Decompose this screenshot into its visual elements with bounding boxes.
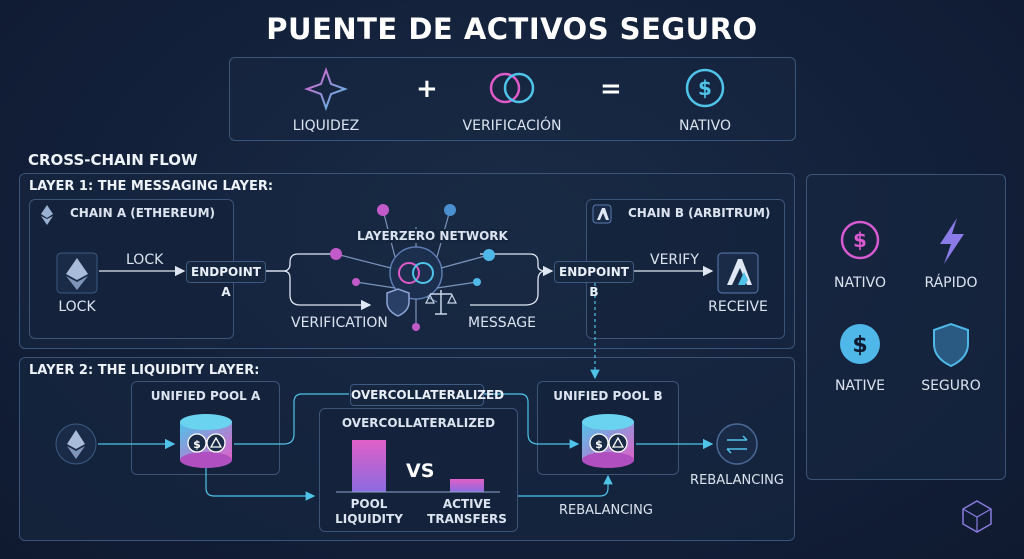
feature-native-dollar-icon: $ [840,324,880,364]
endpoint-b: ENDPOINT B [554,261,634,299]
verify-label: VERIFY [650,252,699,268]
feature-native-label: NATIVE [834,378,886,394]
feature-nativo-dollar-icon: $ [840,220,880,260]
svg-text:$: $ [595,438,603,451]
vs-label: VS [406,460,435,482]
layer2-title: LAYER 2: THE LIQUIDITY LAYER: [29,363,260,378]
arbitrum-receive-icon [717,252,759,294]
pool-a-title: UNIFIED POOL A [150,389,261,403]
rebalancing-mid-label: REBALANCING [559,503,653,518]
ethereum-pool-icon [55,423,97,465]
equation-equals: = [600,74,622,104]
equation-verificacion-label: VERIFICACIÓN [462,118,562,134]
verification-label: VERIFICATION [291,315,388,331]
sparkle-icon [304,67,348,111]
arbitrum-small-icon [592,204,612,224]
overcollateralized-title: OVERCOLLATERALIZED [341,416,496,430]
feature-nativo-label: NATIVO [834,275,886,291]
rebalance-icon [716,423,758,465]
features-panel [806,174,1006,480]
ethereum-lock-icon [56,252,98,294]
interlocking-rings-icon [489,72,535,104]
svg-text:$: $ [193,438,201,451]
receive-label: RECEIVE [708,299,768,315]
active-transfers-label: ACTIVE TRANSFERS [427,497,507,526]
page-title: PUENTE DE ACTIVOS SEGURO [266,12,758,46]
rebalancing-right-label: REBALANCING [690,473,784,488]
cube-logo-icon [962,500,992,533]
flow-title: CROSS-CHAIN FLOW [28,151,198,169]
dollar-coin-icon: $ [685,68,725,108]
equation-plus: + [416,74,438,104]
layerzero-network-label: LAYERZERO NETWORK [355,229,510,243]
ethereum-small-icon [41,205,53,225]
pool-liquidity-bar [352,440,386,492]
chain-a-title: CHAIN A (ETHEREUM) [70,206,216,220]
shield-icon [386,288,410,317]
scales-icon [425,290,457,315]
pool-b-cylinder-icon: $ [582,414,634,468]
pool-a-cylinder-icon: $ [180,414,232,468]
layer1-title: LAYER 1: THE MESSAGING LAYER: [29,179,274,194]
feature-seguro-shield-icon [933,322,969,368]
svg-text:$: $ [852,333,867,358]
active-transfers-bar [450,479,484,492]
chain-b-title: CHAIN B (ARBITRUM) [628,206,771,220]
network-nodes [330,204,495,331]
message-label: MESSAGE [468,315,536,331]
equation-nativo-label: NATIVO [679,118,731,134]
pool-liquidity-label: POOL LIQUIDITY [335,497,403,526]
svg-text:$: $ [853,228,867,252]
svg-text:$: $ [698,76,712,100]
overcollateralized-pill: OVERCOLLATERALIZED [350,384,504,406]
lock-label: LOCK [58,299,96,315]
feature-rapido-lightning-icon [940,218,964,264]
pool-b-title: UNIFIED POOL B [553,389,663,403]
equation-liquidez-label: LIQUIDEZ [292,118,360,134]
feature-seguro-label: SEGURO [921,378,981,394]
endpoint-a: ENDPOINT A [186,261,266,299]
feature-rapido-label: RÁPIDO [924,275,978,291]
lock-arrow-label: LOCK [126,252,164,268]
